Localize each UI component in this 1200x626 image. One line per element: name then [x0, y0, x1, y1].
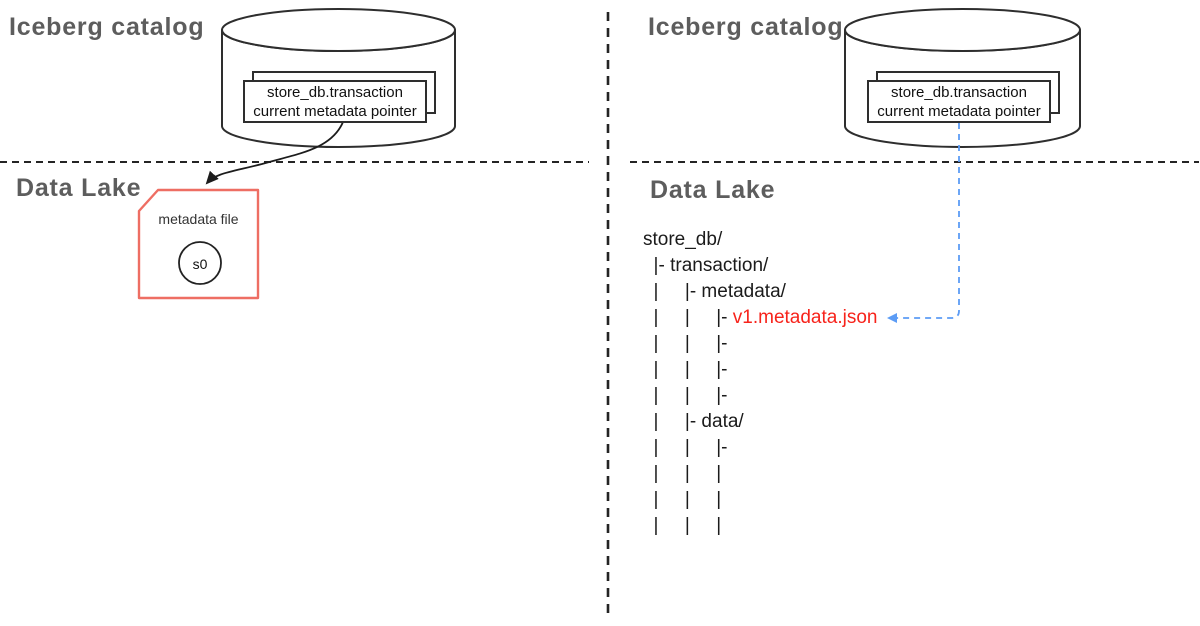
- snapshot-circle: [178, 241, 222, 285]
- tree-line: | | |: [643, 489, 722, 510]
- catalog-pointer-label: current metadata pointer: [253, 102, 417, 120]
- tree-line: | | |-: [643, 333, 728, 354]
- right-section-label: Data Lake: [650, 176, 776, 204]
- tree-line: | | |- v1.metadata.json: [643, 307, 878, 328]
- right-panel-title: Iceberg catalog: [648, 13, 844, 41]
- metadata-file-label: metadata file: [158, 211, 239, 227]
- metadata-pointer-arrow: [887, 123, 960, 323]
- tree-line: |- transaction/: [643, 255, 769, 276]
- catalog-table-name: store_db.transaction: [267, 83, 403, 101]
- tree-line: | | |-: [643, 385, 728, 406]
- tree-line: | |- data/: [643, 411, 744, 432]
- left-section-label: Data Lake: [16, 174, 142, 202]
- tree-line: store_db/: [643, 229, 723, 250]
- catalog-pointer-label: current metadata pointer: [877, 102, 1041, 120]
- tree-line: | | |: [643, 463, 722, 484]
- tree-line: | | |: [643, 515, 722, 536]
- left-catalog-card: store_db.transaction current metadata po…: [243, 80, 427, 123]
- pointer-arrow: [205, 121, 344, 185]
- file-tree: store_db/ |- transaction/ | |- metadata/…: [643, 227, 877, 539]
- highlighted-metadata-file: v1.metadata.json: [732, 307, 878, 328]
- tree-line: | | |-: [643, 437, 728, 458]
- left-panel-title: Iceberg catalog: [9, 13, 205, 41]
- right-catalog-card: store_db.transaction current metadata po…: [867, 80, 1051, 123]
- tree-line: | | |-: [643, 359, 728, 380]
- snapshot-label: s0: [192, 256, 208, 272]
- catalog-table-name: store_db.transaction: [891, 83, 1027, 101]
- tree-line: | |- metadata/: [643, 281, 786, 302]
